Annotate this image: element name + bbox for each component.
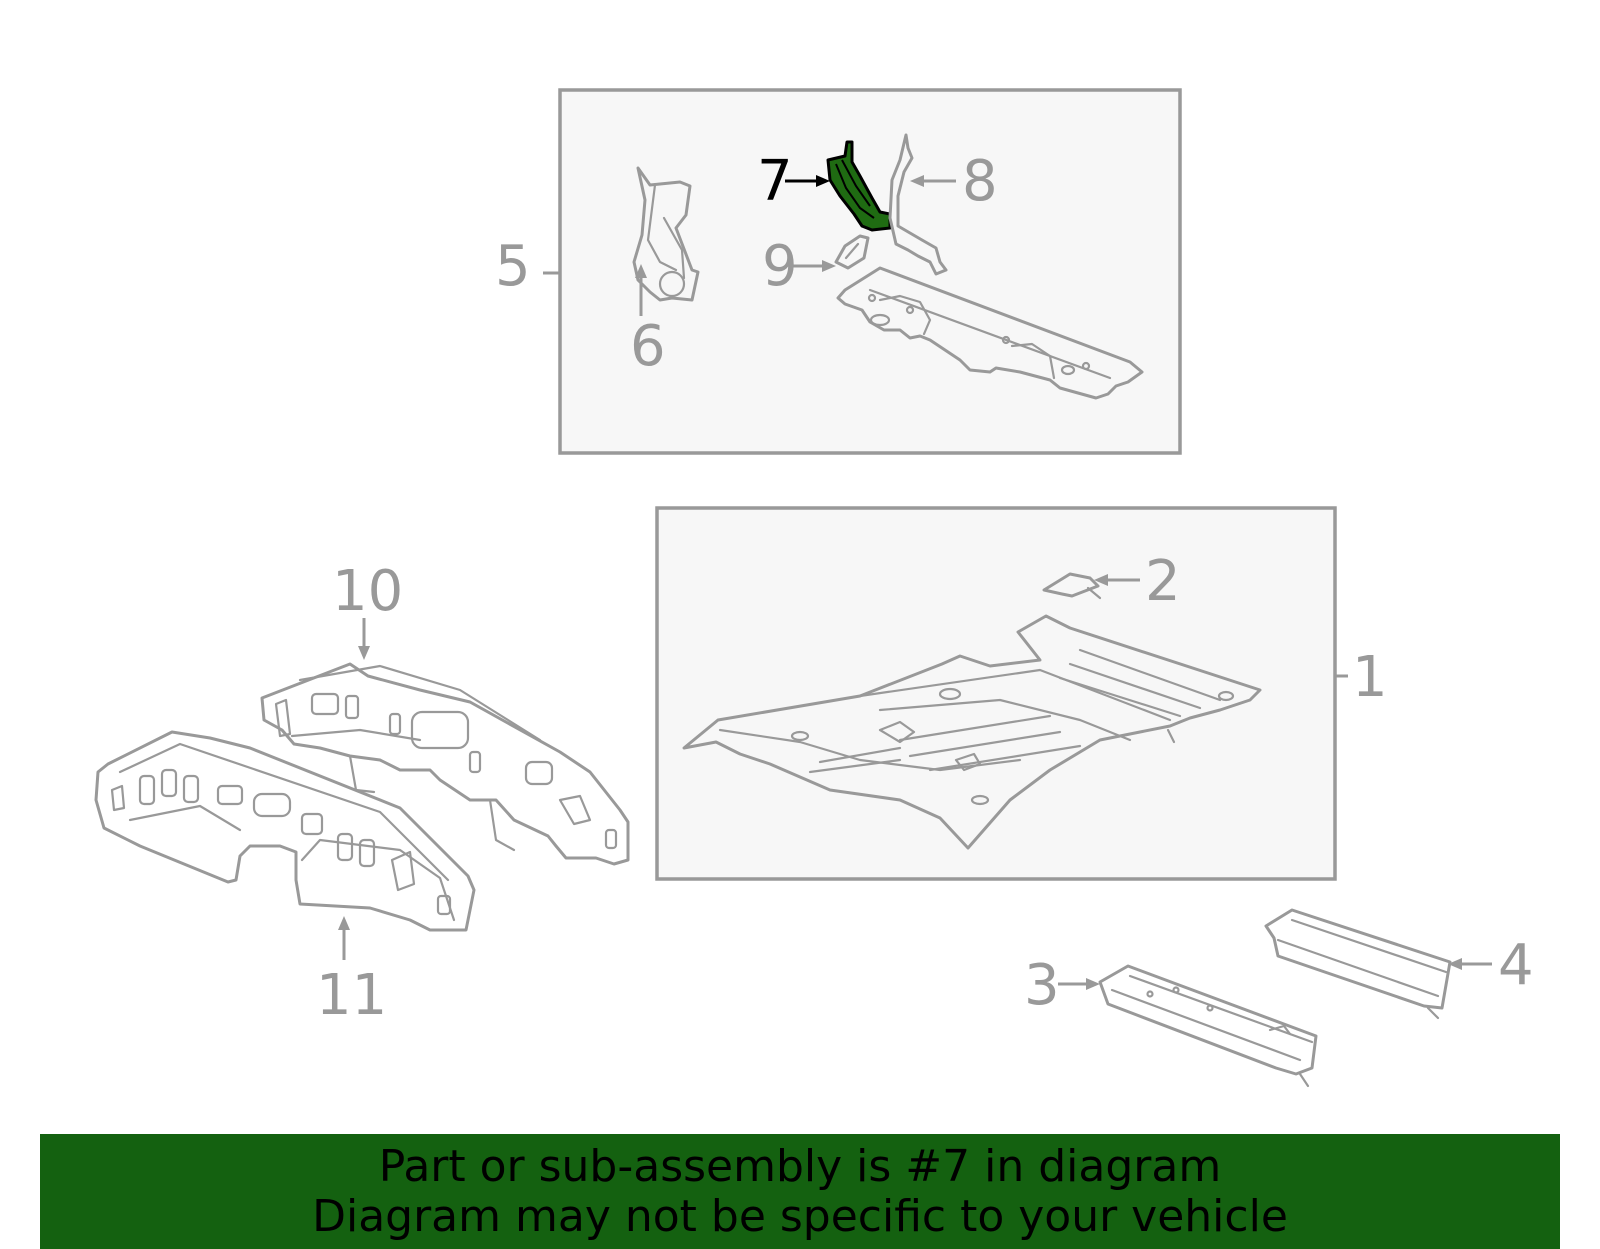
assembly-box-1 bbox=[655, 506, 1337, 881]
arrow-2 bbox=[1094, 574, 1108, 586]
info-banner: Part or sub-assembly is #7 in diagram Di… bbox=[40, 1134, 1560, 1249]
callout-1[interactable]: 1 bbox=[1352, 645, 1388, 710]
part-10[interactable] bbox=[260, 662, 630, 866]
callout-5[interactable]: 5 bbox=[495, 234, 531, 299]
arrow-4 bbox=[1448, 958, 1462, 970]
arrow-9 bbox=[822, 260, 836, 272]
arrow-8 bbox=[910, 175, 924, 187]
callout-8[interactable]: 8 bbox=[962, 149, 998, 214]
callout-9[interactable]: 9 bbox=[762, 234, 798, 299]
arrow-10 bbox=[358, 646, 370, 660]
arrow-7 bbox=[816, 175, 830, 187]
arrow-11 bbox=[338, 916, 350, 930]
part-9[interactable] bbox=[834, 234, 870, 270]
callout-6[interactable]: 6 bbox=[630, 314, 666, 379]
part-7-highlighted[interactable] bbox=[826, 140, 892, 232]
callout-11[interactable]: 11 bbox=[316, 963, 387, 1028]
part-8[interactable] bbox=[888, 133, 948, 276]
rear-rail-assembly bbox=[836, 266, 1144, 400]
part-11[interactable] bbox=[94, 730, 476, 932]
callout-10[interactable]: 10 bbox=[332, 559, 403, 624]
part-2[interactable] bbox=[1042, 572, 1102, 600]
arrow-3 bbox=[1086, 978, 1100, 990]
part-6[interactable] bbox=[632, 166, 700, 302]
banner-line-1: Part or sub-assembly is #7 in diagram bbox=[378, 1140, 1222, 1192]
parts-diagram: 5 6 7 8 9 bbox=[94, 88, 1534, 1088]
banner-line-2: Diagram may not be specific to your vehi… bbox=[312, 1190, 1288, 1242]
callout-7[interactable]: 7 bbox=[757, 149, 793, 214]
callout-4[interactable]: 4 bbox=[1498, 933, 1534, 998]
callout-3[interactable]: 3 bbox=[1024, 953, 1060, 1018]
part-3[interactable] bbox=[1098, 964, 1318, 1088]
part-1-floor-pan[interactable] bbox=[682, 614, 1262, 850]
assembly-box-5 bbox=[558, 88, 1182, 455]
part-4[interactable] bbox=[1264, 908, 1452, 1020]
callout-2[interactable]: 2 bbox=[1145, 549, 1181, 614]
arrow-6 bbox=[635, 264, 647, 278]
